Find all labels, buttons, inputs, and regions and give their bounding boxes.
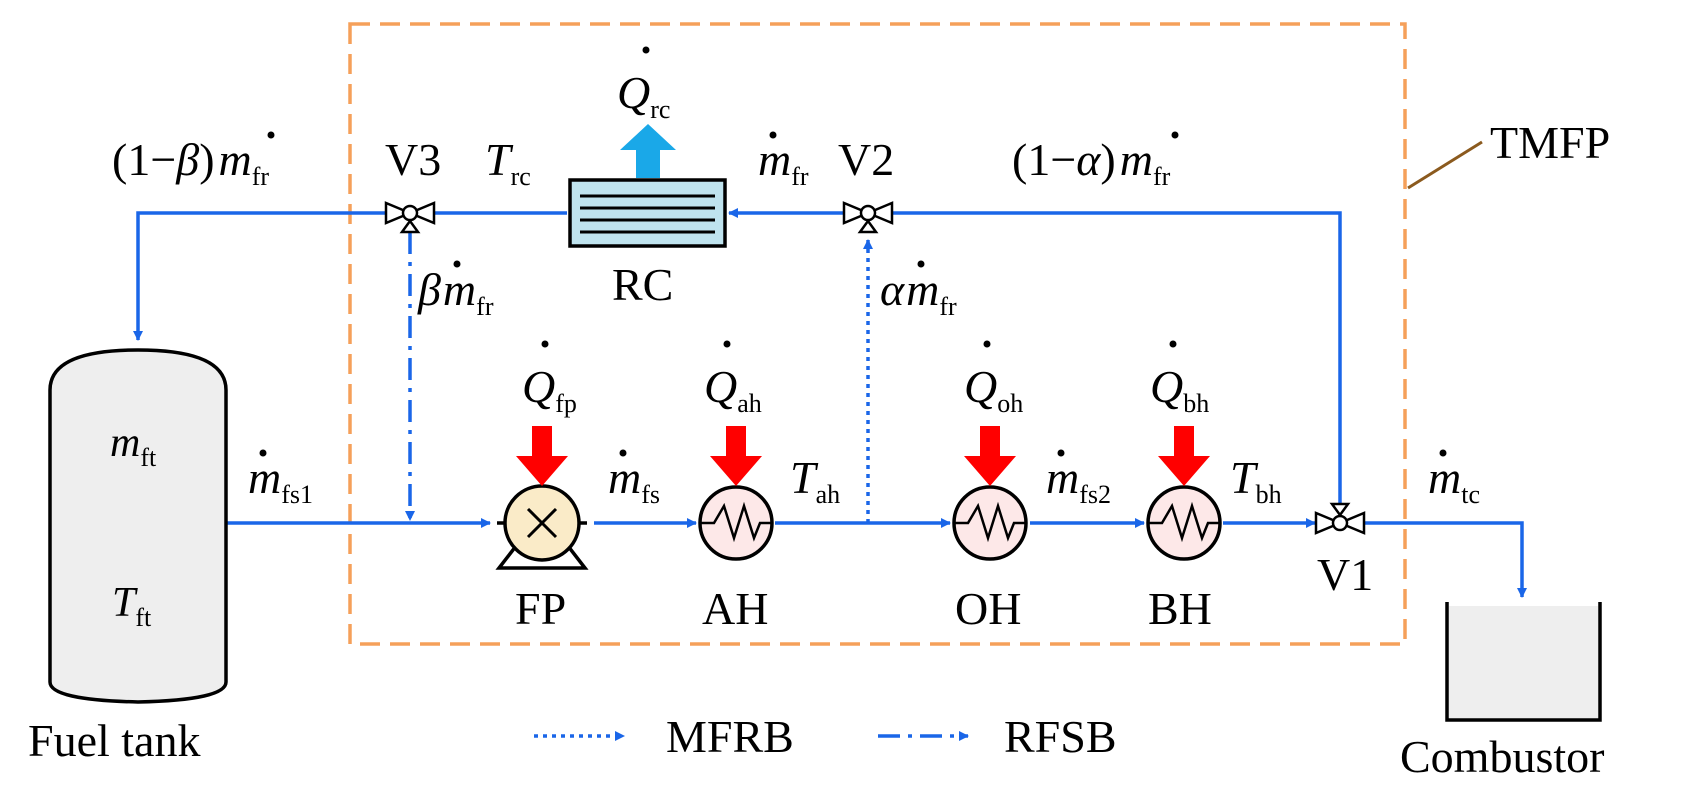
dot-mfs2 <box>1057 449 1065 457</box>
flow-label-mfr-top: mfr <box>758 134 809 191</box>
valve-v1 <box>1314 502 1366 535</box>
flow-label-mtc: mtc <box>1428 452 1480 509</box>
ah-heat-dot <box>723 340 731 348</box>
flow-label-alpha-mfr: αmfr <box>880 264 957 321</box>
rc-heat-dot <box>642 46 650 54</box>
heater-bh <box>1146 485 1222 561</box>
flow-lines <box>133 208 1527 741</box>
dot-mtc <box>1439 449 1447 457</box>
bh-label: BH <box>1148 583 1212 634</box>
rc-heat-label: Qrc <box>617 67 670 124</box>
flow-label-mfs1: mfs1 <box>248 452 313 509</box>
flow-v3-to-tank <box>133 211 398 341</box>
fp-label: FP <box>515 583 566 634</box>
v2-label: V2 <box>838 134 894 185</box>
ah-heat-arrow <box>710 426 762 486</box>
fuel-tank-label: Fuel tank <box>28 715 200 766</box>
oh-heat-arrow <box>964 426 1016 486</box>
oh-label: OH <box>955 583 1021 634</box>
dot-one-minus-alpha <box>1171 131 1179 139</box>
v3-label: V3 <box>385 134 441 185</box>
flow-label-trc: Trc <box>485 134 531 191</box>
fp-heat-label: Qfp <box>522 361 577 418</box>
flow-label-mfs: mfs <box>608 452 660 509</box>
valve-v3 <box>384 201 436 234</box>
ah-label: AH <box>702 583 768 634</box>
dot-mfs1 <box>259 449 267 457</box>
dot-beta-mfr <box>453 260 461 268</box>
fp-heat-dot <box>541 340 549 348</box>
rc-label: RC <box>612 259 673 310</box>
bh-heat-arrow <box>1158 426 1210 486</box>
flow-label-one-minus-beta: (1−β)mfr <box>112 134 269 191</box>
fp-heat-arrow <box>516 426 568 486</box>
tmfp-leader-line <box>1407 140 1483 190</box>
flow-v1-to-combustor <box>1365 521 1527 598</box>
flow-label-tah: Tah <box>790 452 840 509</box>
flow-label-tbh: Tbh <box>1230 452 1282 509</box>
tmfp-boundary <box>348 22 1407 646</box>
dot-one-minus-beta <box>267 131 275 139</box>
fuel-tank <box>48 348 228 704</box>
tank-mass-label: mft <box>110 420 157 472</box>
v1-label: V1 <box>1317 549 1373 600</box>
tank-temp-label: Tft <box>112 580 152 632</box>
combustor <box>1445 602 1602 722</box>
legend-mfrb-label: MFRB <box>666 711 794 762</box>
flow-label-mfs2: mfs2 <box>1046 452 1111 509</box>
flow-label-one-minus-alpha: (1−α)mfr <box>1012 134 1171 191</box>
rc-cooler <box>568 178 727 248</box>
combustor-open-top <box>1449 600 1598 606</box>
ah-heat-label: Qah <box>704 361 762 418</box>
flow-v1-to-v2 <box>874 208 1342 503</box>
rc-heat-out-arrow <box>620 124 676 178</box>
dot-mfs <box>619 449 627 457</box>
tmfp-label: TMFP <box>1490 117 1610 168</box>
dot-mfr-top <box>769 131 777 139</box>
heater-ah <box>698 485 774 561</box>
oh-heat-dot <box>983 340 991 348</box>
valve-v2 <box>842 201 894 234</box>
bh-heat-label: Qbh <box>1150 361 1209 418</box>
flow-label-beta-mfr: βmfr <box>417 264 494 321</box>
combustor-label: Combustor <box>1400 731 1604 782</box>
oh-heat-label: Qoh <box>964 361 1023 418</box>
heater-oh <box>952 485 1028 561</box>
dot-alpha-mfr <box>917 260 925 268</box>
fuel-pump <box>495 484 589 570</box>
bh-heat-dot <box>1169 340 1177 348</box>
legend-rfsb-label: RFSB <box>1004 711 1117 762</box>
